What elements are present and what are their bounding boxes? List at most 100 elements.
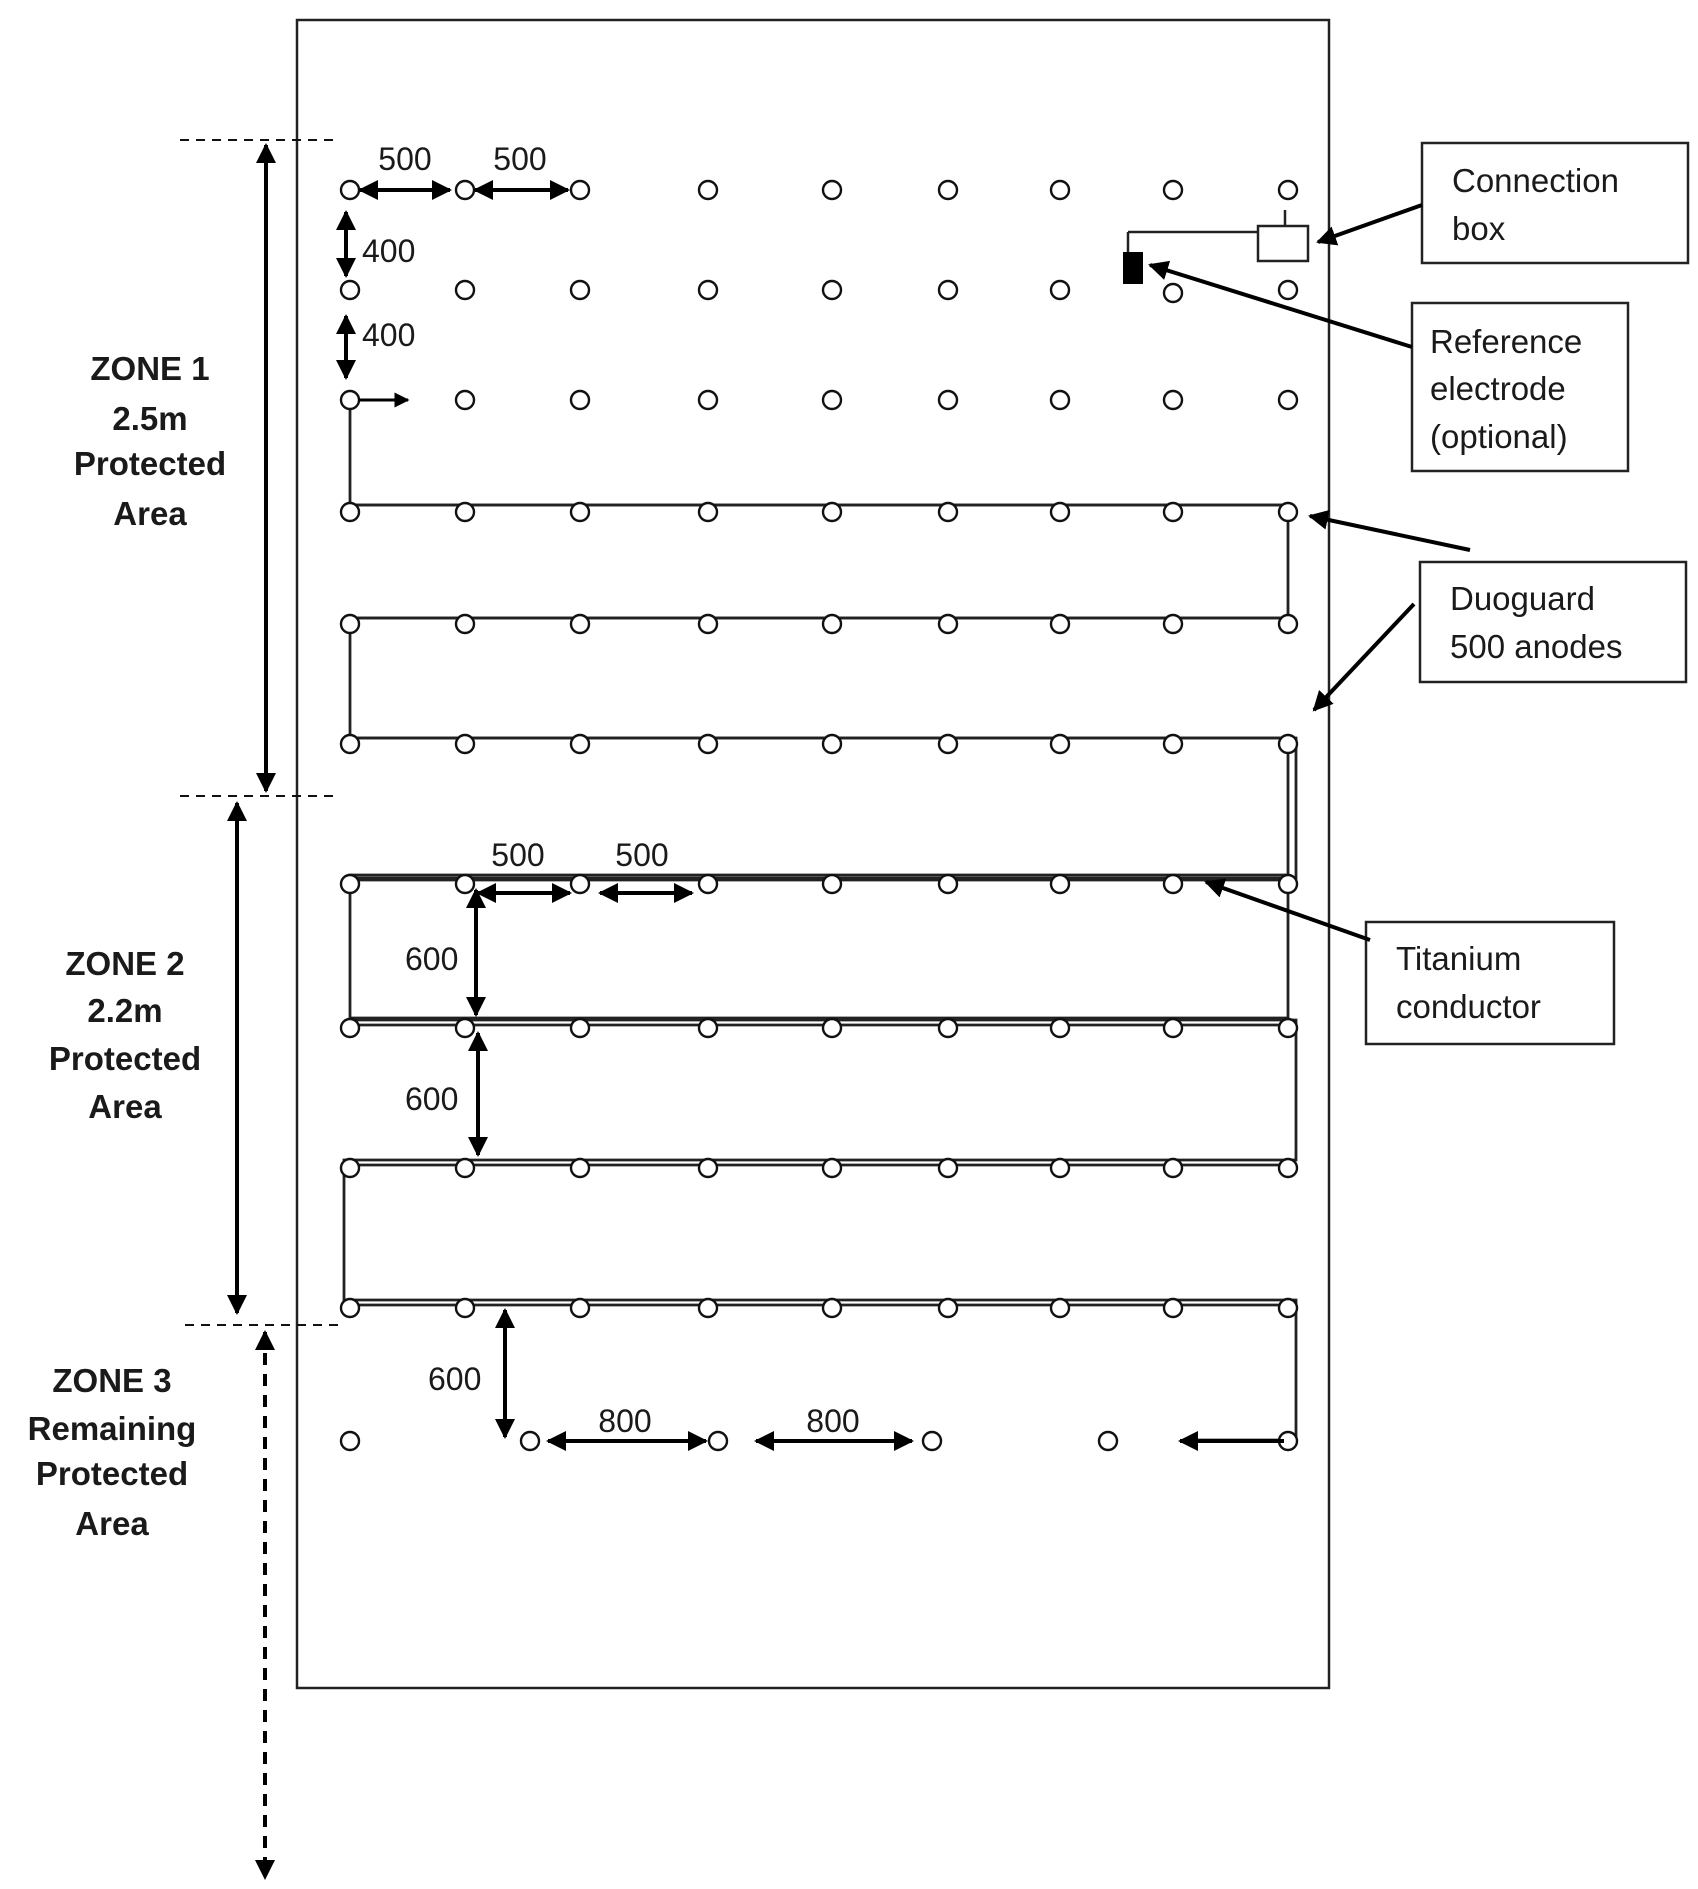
svg-text:box: box — [1452, 210, 1506, 247]
anode — [697, 279, 719, 301]
anode — [454, 501, 476, 523]
anode — [339, 1017, 361, 1039]
z1-v-dim-1: 400 — [362, 233, 415, 269]
anode — [1162, 179, 1184, 201]
svg-text:Protected: Protected — [36, 1455, 188, 1492]
z2-h-dim-1: 500 — [491, 837, 544, 873]
anode — [1277, 1157, 1299, 1179]
anode-zone3 — [921, 1430, 943, 1452]
anode — [697, 1297, 719, 1319]
anode — [937, 1297, 959, 1319]
anode — [454, 873, 476, 895]
anode — [339, 1157, 361, 1179]
anode — [697, 873, 719, 895]
anode — [1049, 389, 1071, 411]
anode — [454, 733, 476, 755]
anode — [821, 1017, 843, 1039]
z2-v-dim-1: 600 — [405, 941, 458, 977]
anode — [1277, 613, 1299, 635]
leader-reference-electrode — [1148, 260, 1413, 349]
anode — [937, 1157, 959, 1179]
svg-text:ZONE 1: ZONE 1 — [90, 350, 209, 387]
anode — [821, 1297, 843, 1319]
anode — [697, 733, 719, 755]
anode — [1049, 501, 1071, 523]
anode — [821, 733, 843, 755]
anode — [1049, 733, 1071, 755]
svg-text:Duoguard: Duoguard — [1450, 580, 1595, 617]
anode — [1162, 1157, 1184, 1179]
anode — [937, 613, 959, 635]
svg-text:2.5m: 2.5m — [112, 400, 187, 437]
anode — [1277, 389, 1299, 411]
anode — [821, 389, 843, 411]
anode — [821, 873, 843, 895]
zone1-label: ZONE 1 2.5m Protected Area — [74, 350, 226, 532]
z3-v-dim: 600 — [428, 1361, 481, 1397]
svg-text:ZONE 2: ZONE 2 — [65, 945, 184, 982]
anode — [1277, 1017, 1299, 1039]
anode — [937, 279, 959, 301]
z2-v-dim-2: 600 — [405, 1081, 458, 1117]
svg-text:500 anodes: 500 anodes — [1450, 628, 1623, 665]
svg-text:Area: Area — [75, 1505, 149, 1542]
anode — [454, 613, 476, 635]
leader-anodes-1 — [1308, 509, 1471, 552]
anode — [1162, 873, 1184, 895]
anode — [697, 389, 719, 411]
anode — [569, 733, 591, 755]
anode — [1049, 873, 1071, 895]
svg-text:conductor: conductor — [1396, 988, 1541, 1025]
anode — [569, 613, 591, 635]
anode — [1049, 1157, 1071, 1179]
anode — [1162, 1297, 1184, 1319]
svg-text:Remaining: Remaining — [28, 1410, 197, 1447]
anode — [569, 279, 591, 301]
anode — [569, 1157, 591, 1179]
anode — [1162, 389, 1184, 411]
anode — [339, 1297, 361, 1319]
anode — [937, 873, 959, 895]
anode — [339, 613, 361, 635]
anode — [1162, 282, 1184, 304]
connection-box — [1256, 224, 1310, 263]
anode — [339, 733, 361, 755]
svg-text:Reference: Reference — [1430, 323, 1582, 360]
anode — [1049, 279, 1071, 301]
anode — [339, 279, 361, 301]
protected-structure-outline — [295, 18, 1331, 1690]
callout-reference-electrode — [1410, 301, 1630, 473]
anode-zone3 — [707, 1430, 729, 1452]
anode-zone3 — [339, 1430, 361, 1452]
anode-zone3 — [1097, 1430, 1119, 1452]
anode — [1049, 1297, 1071, 1319]
anode — [937, 389, 959, 411]
anode — [697, 1017, 719, 1039]
anode — [1162, 613, 1184, 635]
zone2-label: ZONE 2 2.2m Protected Area — [49, 945, 201, 1125]
anode — [821, 501, 843, 523]
anode — [1277, 873, 1299, 895]
anode — [569, 873, 591, 895]
callout-titanium-conductor — [1364, 920, 1616, 1046]
anode — [1049, 613, 1071, 635]
z3-h-dim-1: 800 — [598, 1403, 651, 1439]
anode — [821, 613, 843, 635]
svg-text:Area: Area — [113, 495, 187, 532]
anode — [697, 1157, 719, 1179]
anode — [454, 1157, 476, 1179]
anode — [454, 279, 476, 301]
conductor-rows — [344, 503, 1296, 1307]
anode — [821, 279, 843, 301]
svg-text:2.2m: 2.2m — [87, 992, 162, 1029]
svg-text:Area: Area — [88, 1088, 162, 1125]
anode — [1162, 733, 1184, 755]
anode — [937, 501, 959, 523]
anode — [454, 389, 476, 411]
anode-grid — [339, 179, 1299, 1452]
leader-connection-box — [1316, 203, 1423, 246]
anode — [569, 501, 591, 523]
anode — [821, 179, 843, 201]
anode-zone3 — [519, 1430, 541, 1452]
